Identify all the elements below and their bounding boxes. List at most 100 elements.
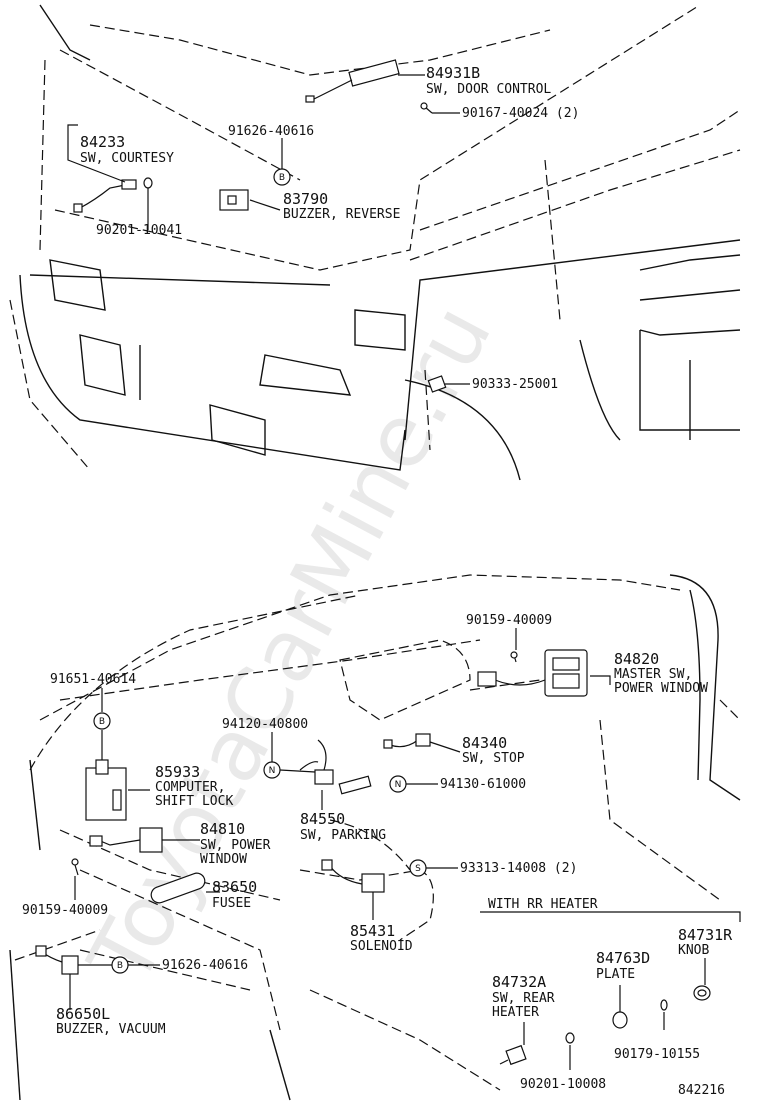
label-85933: 85933 COMPUTER, SHIFT LOCK — [155, 763, 233, 809]
fusee — [150, 872, 206, 904]
label-83790: 83790 BUZZER, REVERSE — [283, 190, 400, 222]
svg-text:84731R: 84731R — [678, 926, 733, 944]
svg-text:B: B — [279, 173, 285, 183]
solenoid — [321, 859, 385, 893]
svg-text:S: S — [415, 864, 421, 874]
label-84732a: 84732A SW, REAR HEATER — [492, 973, 555, 1020]
label-91626-lower: 91626-40616 — [162, 958, 248, 973]
label-90159-lower: 90159-40009 — [22, 903, 108, 918]
label-84233: 84233 SW, COURTESY — [80, 133, 174, 166]
svg-text:KNOB: KNOB — [678, 943, 709, 958]
plate-84763d — [612, 1011, 628, 1029]
label-90167: 90167-40024 (2) — [462, 106, 579, 121]
svg-text:842216: 842216 — [678, 1083, 725, 1098]
power-window-master-switch — [477, 649, 588, 697]
door-control-switch — [305, 59, 400, 103]
svg-text:90333-25001: 90333-25001 — [472, 377, 558, 392]
svg-text:SW, PARKING: SW, PARKING — [300, 828, 386, 843]
label-90159-upper: 90159-40009 — [466, 613, 552, 628]
courtesy-switch — [73, 179, 137, 213]
svg-text:84810: 84810 — [200, 820, 245, 838]
svg-text:83650: 83650 — [212, 878, 257, 896]
svg-text:84732A: 84732A — [492, 973, 546, 991]
label-91651: 91651-40614 — [50, 672, 136, 687]
svg-text:WITH RR HEATER: WITH RR HEATER — [488, 897, 598, 912]
svg-text:WINDOW: WINDOW — [200, 852, 247, 867]
svg-text:90167-40024 (2): 90167-40024 (2) — [462, 106, 579, 121]
svg-text:SW, REAR: SW, REAR — [492, 991, 555, 1006]
svg-text:91651-40614: 91651-40614 — [50, 672, 136, 687]
label-94130: 94130-61000 — [440, 777, 526, 792]
callout-marker-n-parking: N — [263, 761, 281, 779]
label-94120: 94120-40800 — [222, 717, 308, 732]
svg-text:94120-40800: 94120-40800 — [222, 717, 308, 732]
label-90201-upper: 90201-10041 — [96, 223, 182, 238]
rear-heater-inset — [480, 911, 741, 1066]
svg-text:SHIFT LOCK: SHIFT LOCK — [155, 794, 233, 809]
svg-text:FUSEE: FUSEE — [212, 896, 251, 911]
rear-heater-switch — [499, 1044, 527, 1066]
svg-text:N: N — [269, 766, 276, 776]
label-with-rr-heater: WITH RR HEATER — [488, 897, 598, 912]
svg-text:N: N — [395, 780, 402, 790]
callout-marker-n-stop: N — [389, 775, 407, 793]
svg-text:83790: 83790 — [283, 190, 328, 208]
svg-text:PLATE: PLATE — [596, 967, 635, 982]
svg-text:SW, POWER: SW, POWER — [200, 838, 271, 853]
plug-90333 — [427, 375, 447, 393]
reverse-buzzer — [219, 189, 249, 211]
knob-84731r — [693, 985, 711, 1001]
label-84763d: 84763D PLATE — [596, 949, 650, 982]
svg-text:MASTER SW,: MASTER SW, — [614, 667, 692, 682]
label-90333: 90333-25001 — [472, 377, 558, 392]
label-93313: 93313-14008 (2) — [460, 861, 577, 876]
svg-text:SW, STOP: SW, STOP — [462, 751, 525, 766]
svg-text:94130-61000: 94130-61000 — [440, 777, 526, 792]
svg-text:POWER WINDOW: POWER WINDOW — [614, 681, 708, 696]
svg-text:SW, DOOR CONTROL: SW, DOOR CONTROL — [426, 82, 551, 97]
screw-90159a — [510, 651, 518, 663]
svg-text:91626-40616: 91626-40616 — [228, 124, 314, 139]
svg-text:BUZZER, REVERSE: BUZZER, REVERSE — [283, 207, 400, 222]
svg-text:90159-40009: 90159-40009 — [466, 613, 552, 628]
svg-text:COMPUTER,: COMPUTER, — [155, 780, 225, 795]
svg-text:85431: 85431 — [350, 922, 395, 940]
svg-text:90179-10155: 90179-10155 — [614, 1047, 700, 1062]
svg-text:HEATER: HEATER — [492, 1005, 539, 1020]
svg-text:84763D: 84763D — [596, 949, 650, 967]
svg-text:85933: 85933 — [155, 763, 200, 781]
shift-lock-computer — [85, 759, 127, 821]
callout-marker-b-left: B — [93, 712, 111, 730]
svg-text:90159-40009: 90159-40009 — [22, 903, 108, 918]
svg-text:91626-40616: 91626-40616 — [162, 958, 248, 973]
label-84550: 84550 SW, PARKING — [300, 810, 386, 843]
washer-90179 — [660, 999, 668, 1011]
label-85431: 85431 SOLENOID — [350, 922, 413, 954]
label-84810: 84810 SW, POWER WINDOW — [200, 820, 271, 867]
callout-marker-b-lower: B — [111, 956, 129, 974]
svg-text:84820: 84820 — [614, 650, 659, 668]
svg-text:B: B — [117, 961, 123, 971]
label-91626-upper: 91626-40616 — [228, 124, 314, 139]
diagram-id: 842216 — [678, 1083, 725, 1098]
callout-marker-s-solenoid: S — [409, 859, 427, 877]
washer-90201a — [143, 177, 153, 189]
callout-marker-b-upper: B — [273, 168, 291, 186]
leader-lines — [67, 74, 706, 1070]
watermark: ToyotaCarMine.ru — [70, 290, 511, 1001]
label-84731r: 84731R KNOB — [678, 926, 733, 958]
svg-text:B: B — [99, 717, 105, 727]
label-83650: 83650 FUSEE — [212, 878, 257, 911]
label-86650l: 86650L BUZZER, VACUUM — [56, 1005, 166, 1037]
parking-switch — [299, 739, 372, 795]
svg-text:BUZZER, VACUUM: BUZZER, VACUUM — [56, 1022, 166, 1037]
svg-text:84550: 84550 — [300, 810, 345, 828]
label-84340: 84340 SW, STOP — [462, 734, 525, 766]
label-90179: 90179-10155 — [614, 1047, 700, 1062]
svg-text:84931B: 84931B — [426, 64, 480, 82]
washer-90201b — [565, 1032, 575, 1044]
svg-text:90201-10041: 90201-10041 — [96, 223, 182, 238]
stop-switch — [383, 733, 431, 749]
label-84931b: 84931B SW, DOOR CONTROL — [426, 64, 551, 97]
